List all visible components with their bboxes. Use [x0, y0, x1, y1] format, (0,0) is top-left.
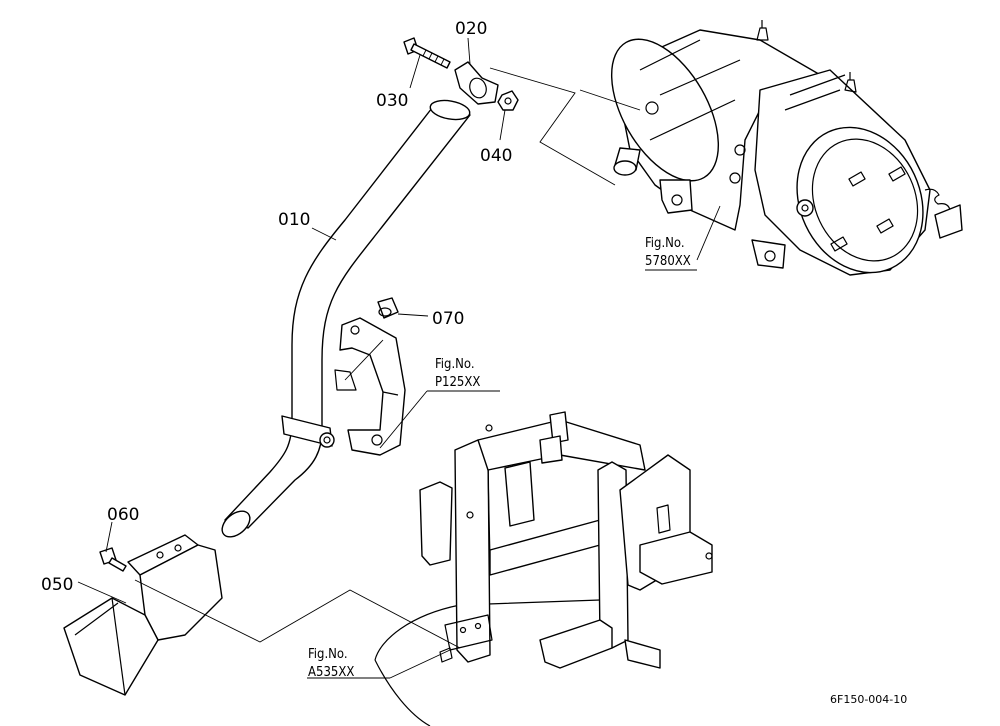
fig-ref-bracket-line2: P125XX — [435, 375, 480, 390]
exhaust-guard — [63, 534, 223, 696]
nut — [497, 90, 519, 111]
fig-ref-bracket-line1: Fig.No. — [435, 357, 475, 372]
callout-050: 050 — [41, 575, 73, 595]
pipe-bracket — [334, 317, 406, 456]
muffler-assembly — [610, 20, 963, 276]
callout-010: 010 — [278, 210, 310, 230]
callout-030: 030 — [376, 91, 408, 111]
figure-references: Fig.No. 5780XX Fig.No. P125XX Fig.No. A5… — [308, 236, 691, 680]
fig-ref-muffler-line2: 5780XX — [645, 254, 691, 269]
bolt-060 — [99, 547, 127, 572]
drawing-code: 6F150-004-10 — [830, 693, 907, 706]
fig-ref-muffler-line1: Fig.No. — [645, 236, 685, 251]
exhaust-clamp — [454, 61, 499, 105]
bolt-070 — [377, 297, 399, 319]
callout-020: 020 — [455, 19, 487, 39]
fig-ref-frame-line2: A535XX — [308, 665, 354, 680]
callout-040: 040 — [480, 146, 512, 166]
callout-060: 060 — [107, 505, 139, 525]
tail-pipe — [221, 99, 471, 538]
callout-labels: 010 020 030 040 050 060 070 — [41, 19, 512, 595]
callout-070: 070 — [432, 309, 464, 329]
fig-ref-frame-line1: Fig.No. — [308, 647, 348, 662]
leader-lines — [77, 37, 721, 679]
bolt — [403, 37, 451, 69]
frame-assembly — [374, 411, 713, 726]
